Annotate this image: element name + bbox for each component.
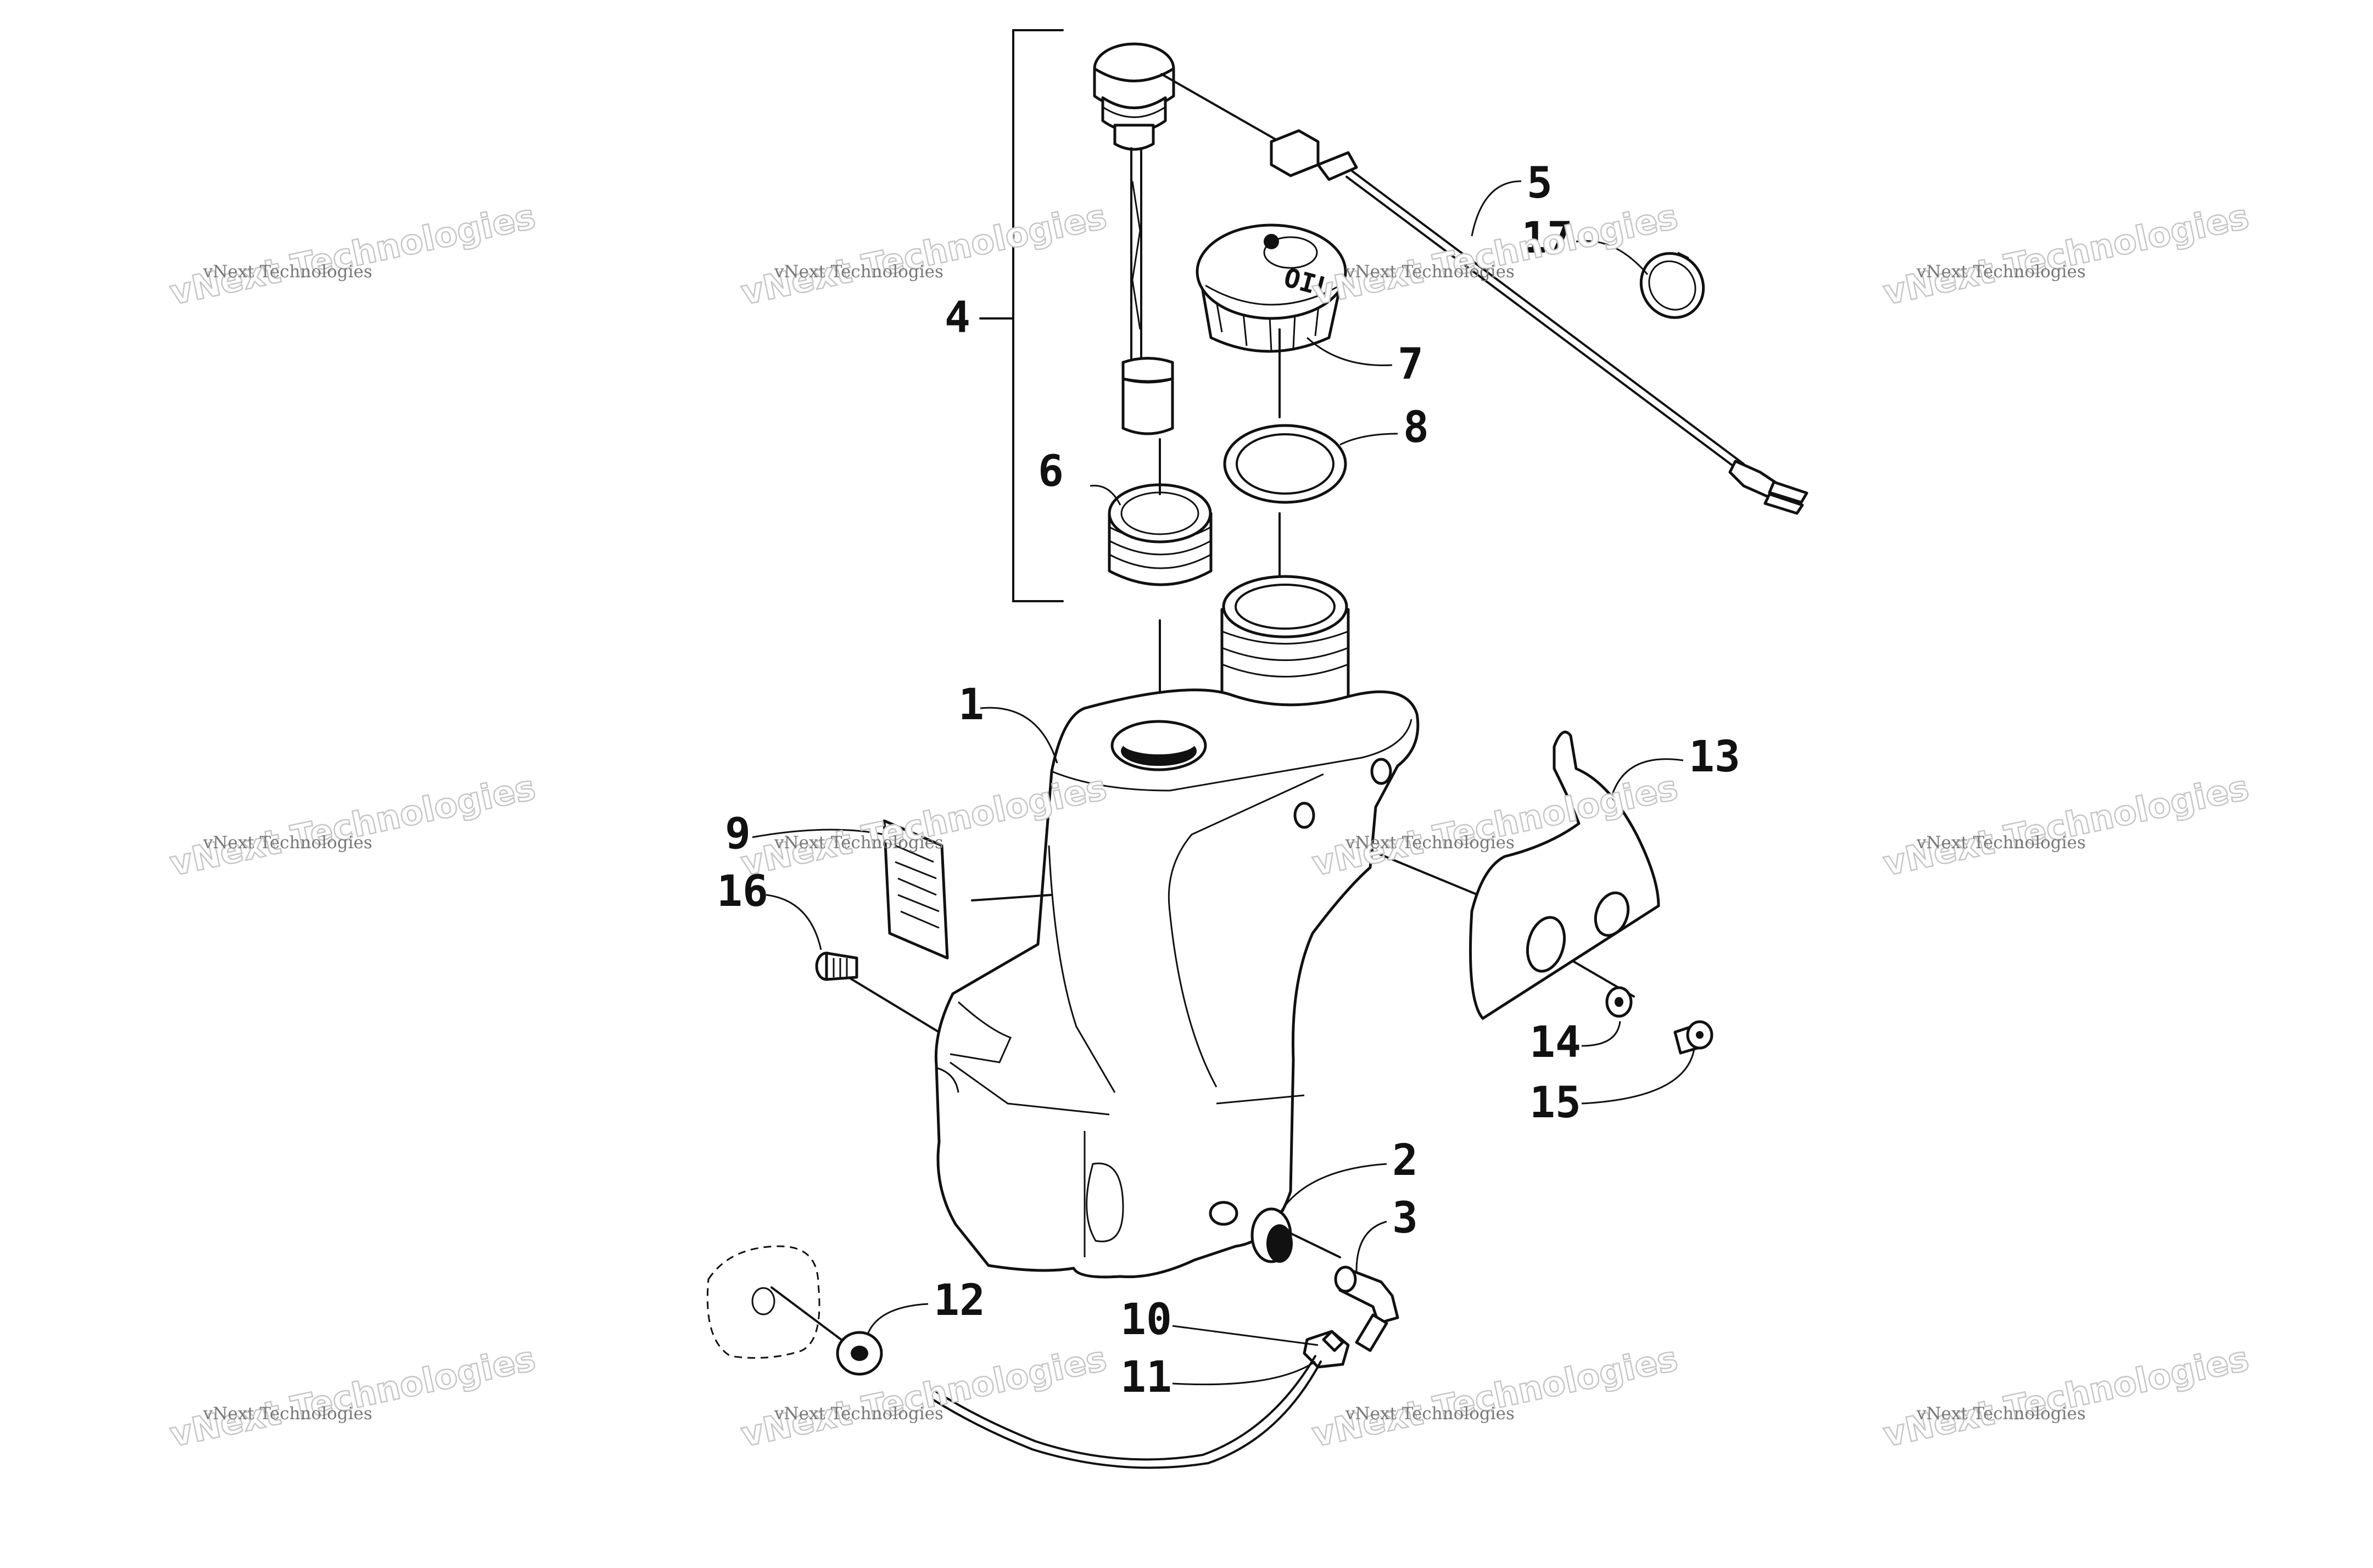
watermark-small: vNext Technologies <box>203 262 372 282</box>
warning-decal <box>883 819 1053 960</box>
callout-5: 5 <box>1527 159 1553 208</box>
oil-hose <box>933 1355 1322 1469</box>
hose-grommet <box>836 1331 883 1376</box>
callout-7: 7 <box>1398 340 1423 389</box>
watermark-big: vNext Technologies <box>1880 767 2252 883</box>
callout-6: 6 <box>1038 447 1064 496</box>
callout-2: 2 <box>1392 1136 1418 1185</box>
watermark-small: vNext Technologies <box>203 1404 372 1424</box>
watermark-small: vNext Technologies <box>1916 262 2086 282</box>
callout-15: 15 <box>1529 1078 1581 1128</box>
watermark-small: vNext Technologies <box>774 262 943 282</box>
cap-seal-ring <box>1223 424 1347 504</box>
watermark-big: vNext Technologies <box>1880 196 2252 312</box>
watermark-big: vNext Technologies <box>166 1338 539 1454</box>
oil-tank <box>934 575 1420 1279</box>
wire-harness <box>1270 129 1808 515</box>
sender-grommet <box>1108 483 1213 586</box>
oil-level-sender-assembly <box>1093 42 1281 435</box>
oil-filler-cap: OIL <box>1196 223 1347 353</box>
callout-12: 12 <box>934 1276 985 1325</box>
watermark-big: vNext Technologies <box>166 196 539 312</box>
callout-16: 16 <box>717 867 768 916</box>
watermark-small: vNext Technologies <box>1345 1404 1515 1424</box>
watermark-big: vNext Technologies <box>1309 1338 1681 1454</box>
callout-8: 8 <box>1403 403 1429 452</box>
callout-4: 4 <box>945 293 970 343</box>
callout-3: 3 <box>1392 1194 1418 1243</box>
callout-9: 9 <box>725 809 751 859</box>
watermark-big: vNext Technologies <box>1880 1338 2252 1454</box>
watermark-big: vNext Technologies <box>738 196 1110 312</box>
callout-17: 17 <box>1521 214 1573 263</box>
shield-screw <box>1673 1020 1713 1055</box>
callout-13: 13 <box>1689 732 1740 782</box>
watermark-small: vNext Technologies <box>1345 262 1515 282</box>
watermark-small: vNext Technologies <box>1916 1404 2086 1424</box>
watermark-small: vNext Technologies <box>774 1404 943 1424</box>
panel-outline-dashed <box>706 1245 820 1359</box>
assembly-bracket-4 <box>979 29 1064 602</box>
shield-washer <box>1605 986 1633 1018</box>
watermark-small: vNext Technologies <box>203 833 372 853</box>
watermark-big: vNext Technologies <box>738 1338 1110 1454</box>
fitting-grommet <box>1250 1207 1293 1263</box>
watermark-small: vNext Technologies <box>774 833 943 853</box>
harness-clip <box>1639 251 1705 319</box>
mounting-screw-left <box>815 951 858 981</box>
callout-11: 11 <box>1120 1353 1172 1402</box>
watermark-small: vNext Technologies <box>1916 833 2086 853</box>
callout-14: 14 <box>1529 1018 1581 1067</box>
watermark-big: vNext Technologies <box>166 767 539 883</box>
callout-10: 10 <box>1120 1295 1172 1345</box>
elbow-fitting <box>1334 1265 1399 1352</box>
heat-shield <box>1469 730 1660 1020</box>
leader-lines <box>752 180 1695 1386</box>
callout-1: 1 <box>958 680 984 730</box>
watermark-small: vNext Technologies <box>1345 833 1515 853</box>
